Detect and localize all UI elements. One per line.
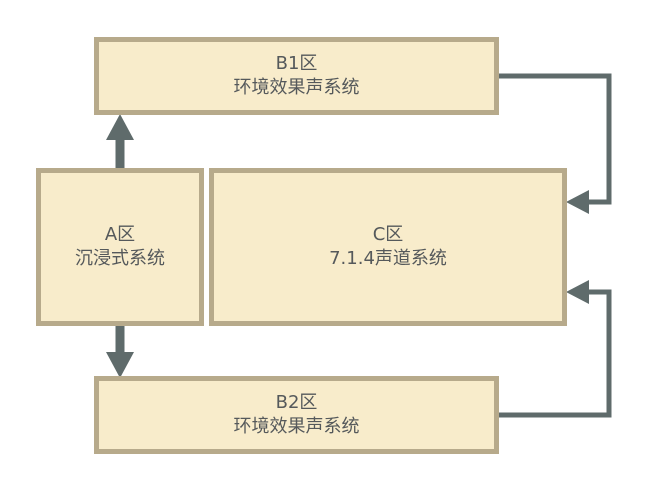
zone-b2-subtitle: 环境效果声系统 — [233, 416, 360, 437]
zone-b1-box: B1区 环境效果声系统 — [94, 37, 499, 115]
zone-b1-title: B1区 — [275, 53, 318, 74]
zone-a-subtitle: 沉浸式系统 — [75, 248, 165, 269]
zone-a-title: A区 — [104, 224, 136, 245]
arrow-b1-to-c — [499, 73, 612, 214]
zone-b2-box: B2区 环境效果声系统 — [94, 376, 499, 454]
zone-a-box: A区 沉浸式系统 — [36, 168, 204, 326]
arrow-a-to-b1 — [106, 114, 134, 168]
zone-c-box: C区 7.1.4声道系统 — [209, 168, 567, 326]
zone-c-subtitle: 7.1.4声道系统 — [329, 248, 447, 269]
arrow-b2-to-c — [499, 280, 612, 418]
arrow-a-to-b2 — [106, 326, 134, 378]
zone-b1-subtitle: 环境效果声系统 — [233, 77, 360, 98]
zone-c-title: C区 — [372, 224, 404, 245]
zone-b2-title: B2区 — [275, 392, 318, 413]
